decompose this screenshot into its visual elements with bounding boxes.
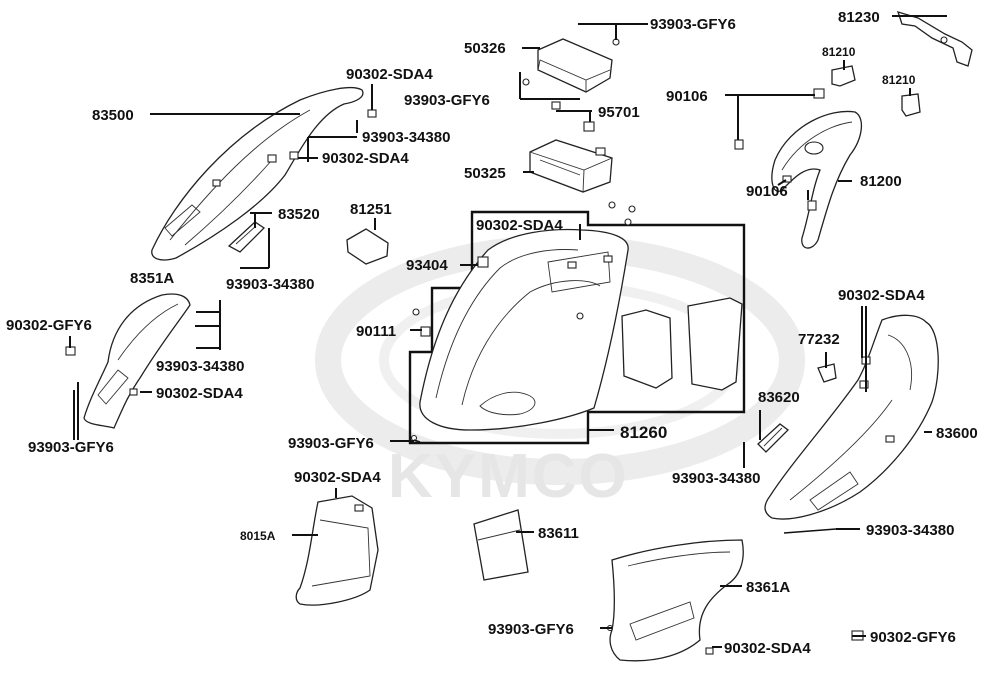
callout-90106-b: 90106	[746, 183, 788, 200]
callout-8015A: 8015A	[240, 529, 276, 543]
callout-93404: 93404	[406, 257, 448, 274]
trim-clip	[817, 363, 837, 383]
callout-93903-GFY6-d: 93903-GFY6	[28, 439, 114, 456]
battery-box	[529, 139, 613, 193]
callout-90302-SDA4-f: 90302-SDA4	[294, 469, 381, 486]
callout-83520: 83520	[278, 206, 320, 223]
carrier-mount-bracket-b	[901, 93, 921, 117]
callout-50325: 50325	[464, 165, 506, 182]
trunk-small-lid	[346, 228, 389, 265]
callout-90106-a: 90106	[666, 88, 708, 105]
rear-carrier-bracket	[896, 11, 973, 67]
right-cover-bracket	[757, 423, 789, 453]
callout-90302-SDA4-g: 90302-SDA4	[724, 640, 811, 657]
callout-90302-GFY6-a: 90302-GFY6	[6, 317, 92, 334]
callout-93903-GFY6-b: 93903-GFY6	[404, 92, 490, 109]
luggage-box	[419, 228, 629, 431]
callout-90302-SDA4-d: 90302-SDA4	[838, 287, 925, 304]
callout-81210-a: 81210	[822, 45, 856, 59]
callout-93903-34380-e: 93903-34380	[866, 522, 954, 539]
callout-81251: 81251	[350, 201, 392, 218]
rubber-mat-sheet	[473, 509, 529, 581]
left-cover-bracket	[227, 221, 266, 253]
lower-front-panel	[295, 495, 379, 606]
rear-grab-rail	[771, 110, 863, 249]
callout-81260: 81260	[620, 423, 667, 442]
callout-93903-34380-d: 93903-34380	[672, 470, 760, 487]
callout-93903-34380-c: 93903-34380	[156, 358, 244, 375]
callout-81200: 81200	[860, 173, 902, 190]
callout-83500: 83500	[92, 107, 134, 124]
callout-8361A: 8361A	[746, 579, 790, 596]
callout-93903-34380-a: 93903-34380	[362, 129, 450, 146]
callout-95701: 95701	[598, 104, 640, 121]
left-side-lower-cover	[83, 293, 191, 429]
callout-93903-34380-b: 93903-34380	[226, 276, 314, 293]
callout-90302-SDA4-e: 90302-SDA4	[156, 385, 243, 402]
battery-cover	[537, 38, 613, 93]
callout-90302-GFY6-b: 90302-GFY6	[870, 629, 956, 646]
callout-77232: 77232	[798, 331, 840, 348]
callout-83611: 83611	[538, 525, 579, 542]
left-rear-body-cover	[151, 87, 364, 261]
callout-8351A: 8351A	[130, 270, 174, 287]
callout-90111: 90111	[356, 323, 396, 340]
callout-90302-SDA4-c: 90302-SDA4	[476, 217, 563, 234]
leader-lines	[69, 15, 947, 648]
callout-83620: 83620	[758, 389, 800, 406]
callout-90302-SDA4-b: 90302-SDA4	[322, 150, 409, 167]
right-rear-body-cover	[764, 314, 939, 520]
callout-81230: 81230	[838, 9, 880, 26]
callout-labels: 93903-GFY6 81230 50326 81210 81210 90302…	[6, 9, 978, 657]
callout-93903-GFY6-c: 93903-GFY6	[288, 435, 374, 452]
callout-93903-GFY6-top: 93903-GFY6	[650, 16, 736, 33]
callout-90302-SDA4-a: 90302-SDA4	[346, 66, 433, 83]
fasteners	[65, 38, 871, 641]
carrier-mount-bracket-a	[831, 65, 856, 87]
callout-93903-GFY6-e: 93903-GFY6	[488, 621, 574, 638]
callout-83600: 83600	[936, 425, 978, 442]
trunk-liner-pads	[621, 297, 743, 391]
callout-50326: 50326	[464, 40, 506, 57]
callout-81210-b: 81210	[882, 73, 916, 87]
watermark-text: KYMCO	[388, 442, 629, 511]
